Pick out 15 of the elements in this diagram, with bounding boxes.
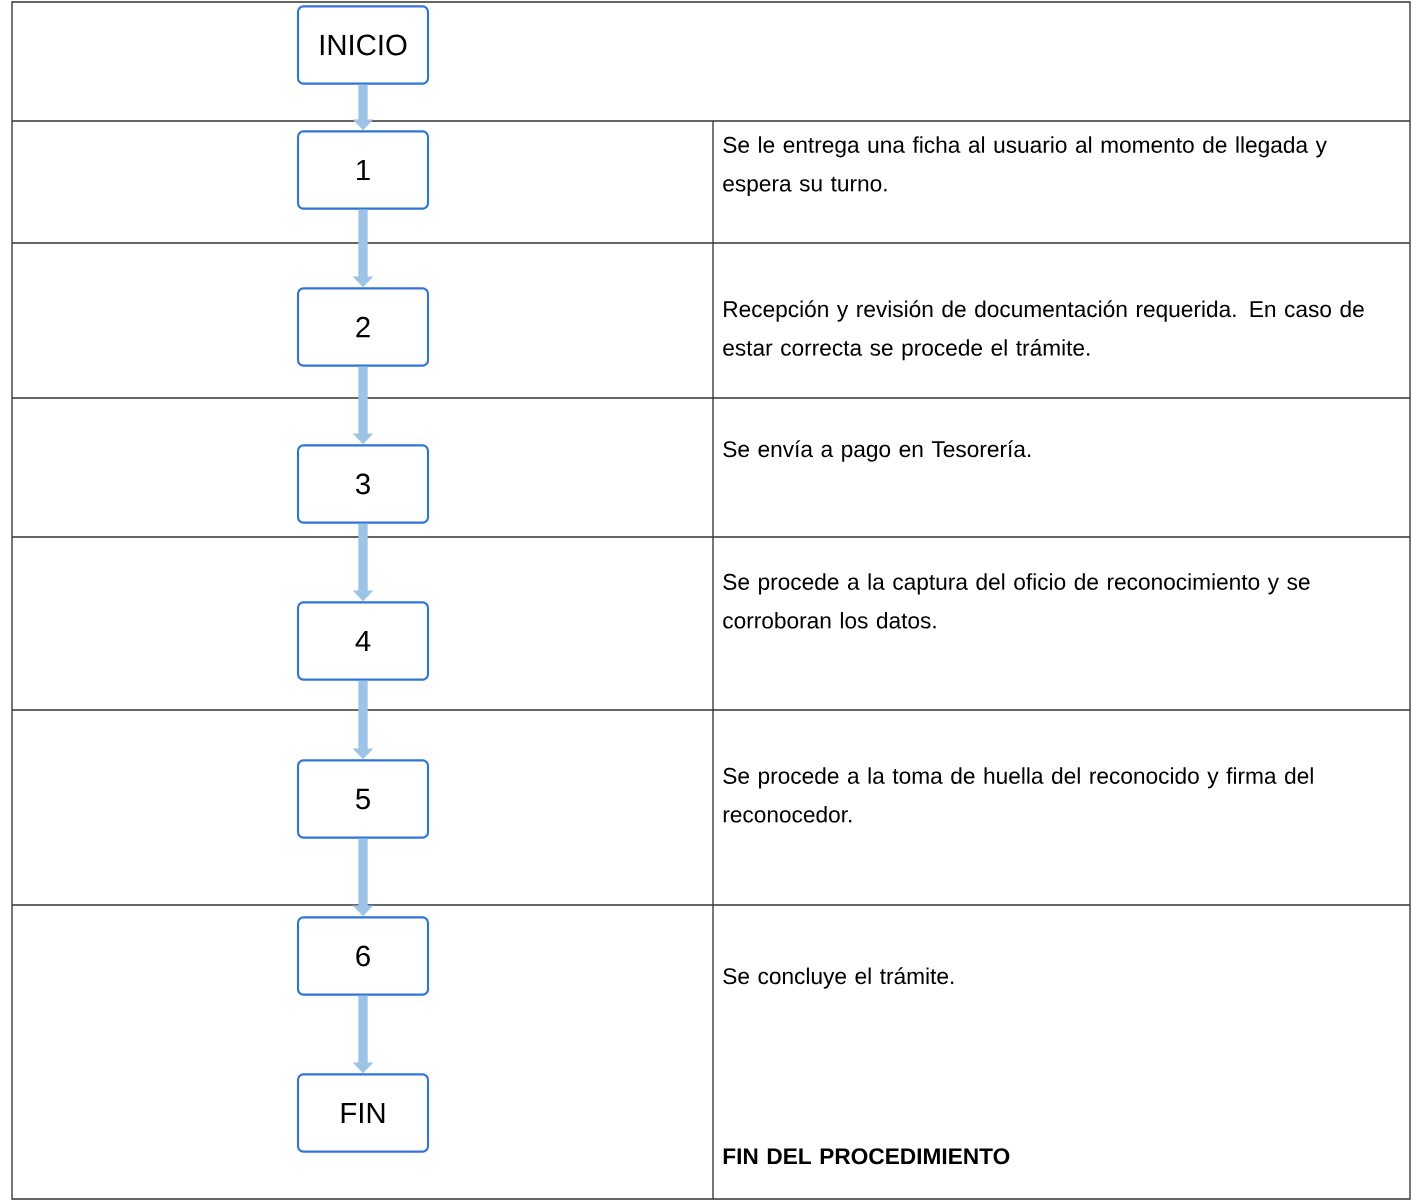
process-box: 6 xyxy=(296,916,430,996)
process-box: FIN xyxy=(296,1073,430,1153)
process-box: 4 xyxy=(296,601,430,681)
process-box: 1 xyxy=(296,130,430,210)
process-box: 2 xyxy=(296,287,430,367)
description-text: Se concluye el trámite. xyxy=(723,967,954,989)
description-text: FIN DEL PROCEDIMIENTO xyxy=(723,1148,1010,1165)
description-text: Recepción y revisión de documentación requerida. En caso de estar correcta se procede el trámite. xyxy=(723,300,1364,361)
process-box: 5 xyxy=(296,759,430,839)
description-text: Se le entrega una ficha al usuario al momento de llegada y espera su turno. xyxy=(723,136,1327,197)
description-text: Se procede a la captura del oficio de reconocimiento y se corroboran los datos. xyxy=(723,573,1310,629)
process-box: 3 xyxy=(296,444,430,524)
description-text: Se envía a pago en Tesorería. xyxy=(723,440,1031,462)
description-text: Se procede a la toma de huella del reconocido y firma del reconocedor. xyxy=(723,767,1313,823)
process-box: INICIO xyxy=(296,5,430,85)
